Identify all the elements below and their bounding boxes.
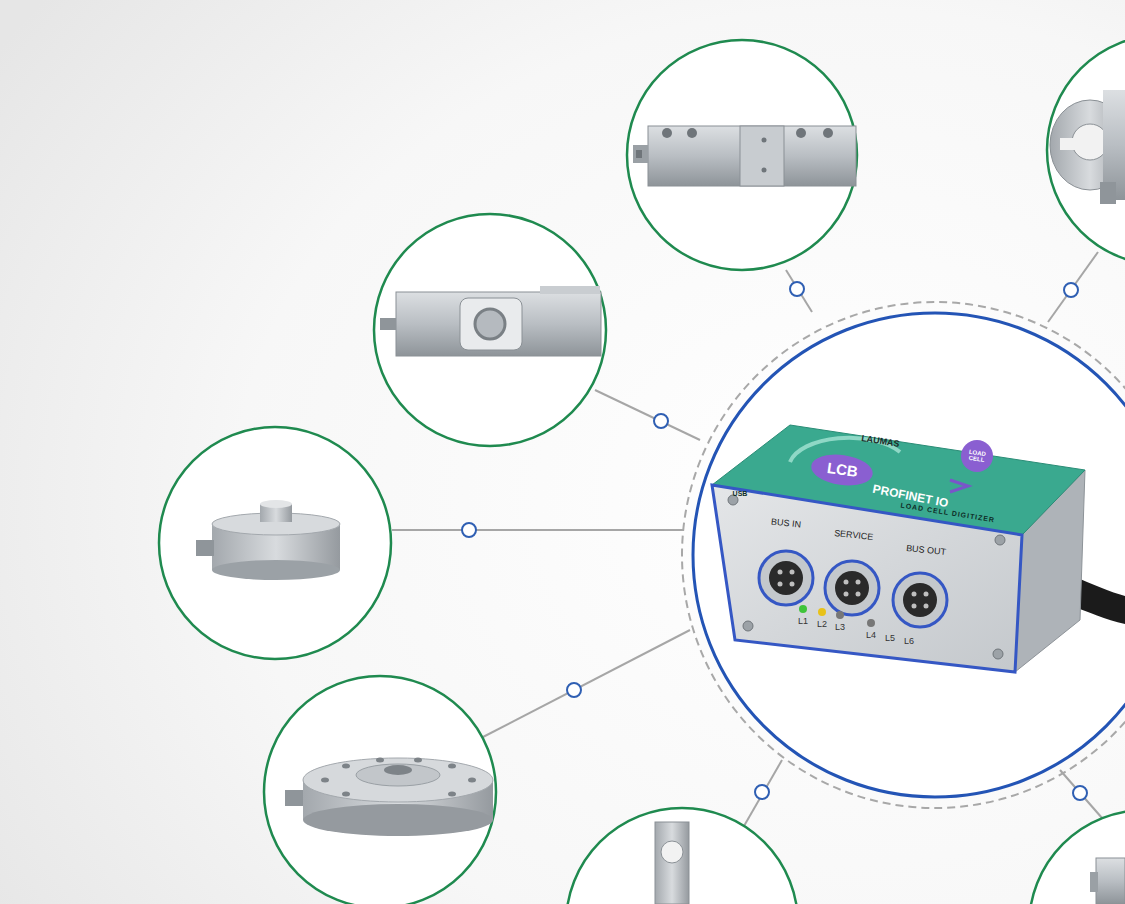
- led-label: L5: [885, 634, 895, 644]
- led-label: L2: [817, 620, 827, 630]
- hollow-cell: [1050, 90, 1125, 204]
- led-label: L3: [835, 623, 845, 633]
- port-label: BUS OUT: [906, 544, 947, 558]
- usb-label: USB: [733, 490, 748, 498]
- shear-beam-cell: [633, 126, 856, 186]
- dashed-ring: [682, 302, 1125, 808]
- digitizer-device: [712, 425, 1125, 672]
- tension-block-cell: [655, 822, 689, 904]
- badge-text: LOAD CELL: [964, 448, 989, 463]
- device-circle: [693, 313, 1125, 797]
- led-label: L6: [904, 637, 914, 647]
- compression-cell: [196, 500, 340, 580]
- single-point-cell: [380, 286, 601, 356]
- port-label: SERVICE: [834, 529, 874, 543]
- device-subtitle: LOAD CELL DIGITIZER: [900, 502, 996, 525]
- sensor-circles: [159, 35, 1125, 904]
- model-badge: LCB: [826, 460, 859, 481]
- led-label: L1: [798, 617, 808, 627]
- pancake-cell: [285, 758, 493, 837]
- led-label: L4: [866, 631, 876, 641]
- port-label: BUS IN: [771, 518, 802, 531]
- brand-name: LAUMAS: [860, 434, 900, 450]
- partial-cell: [1090, 858, 1125, 904]
